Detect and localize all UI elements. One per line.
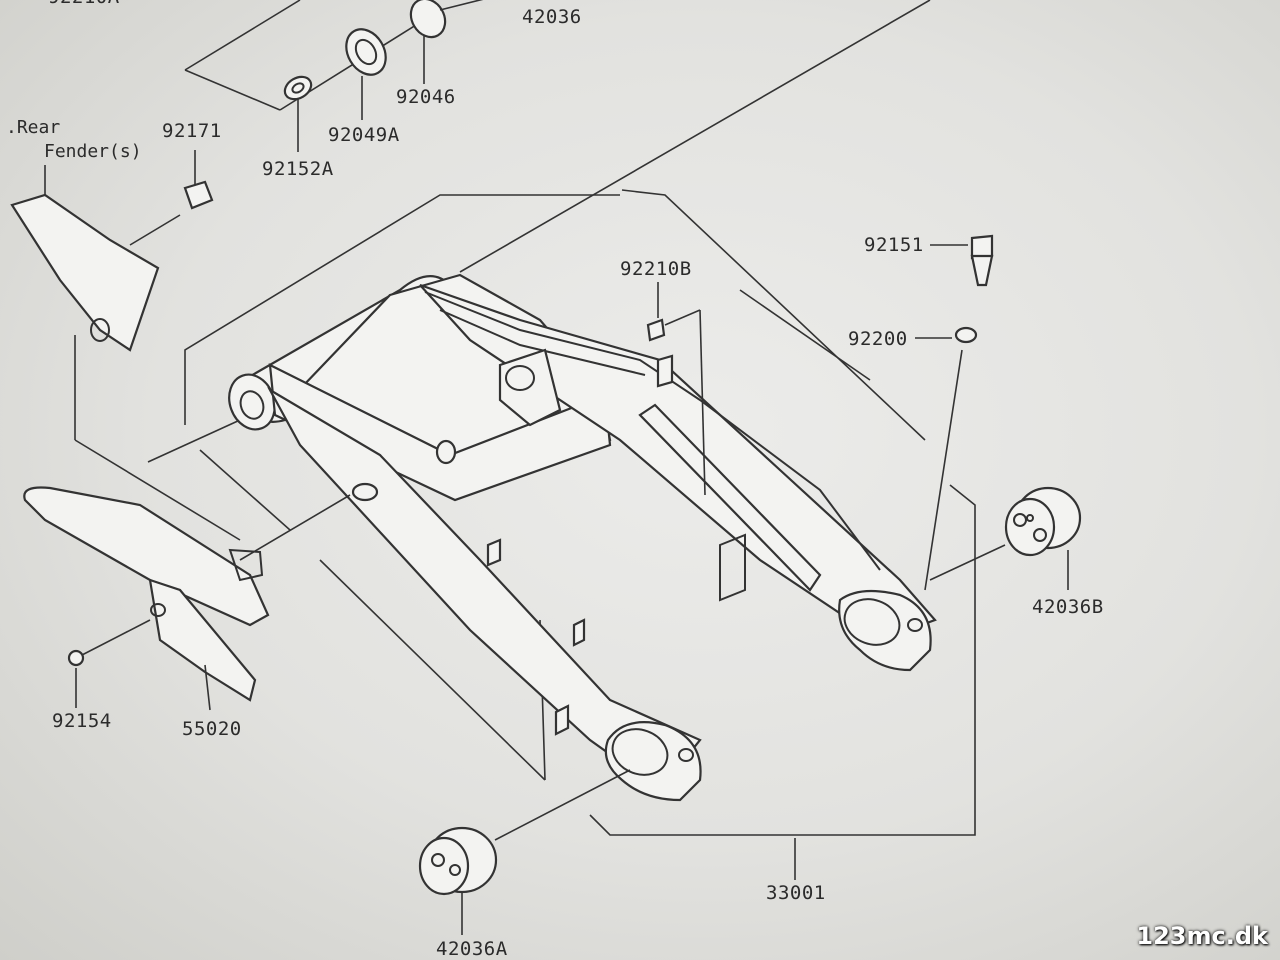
part-label-92152a: 92152A	[262, 158, 334, 180]
part-label-92210b: 92210B	[620, 258, 692, 280]
part-label-42036b: 42036B	[1032, 596, 1104, 618]
part-label-42036: 42036	[522, 6, 582, 28]
part-label-92154: 92154	[52, 710, 112, 732]
rear-fender-part	[10, 165, 241, 541]
part-label-55020: 55020	[182, 718, 242, 740]
watermark-logo: 123mc.dk	[1136, 922, 1268, 950]
guide-lines	[147, 0, 976, 880]
part-label-92046: 92046	[396, 86, 456, 108]
part-label-92171: 92171	[162, 120, 222, 142]
part-label-92200: 92200	[848, 328, 908, 350]
fasteners	[67, 150, 994, 711]
reference-note-line-2: Fender(s)	[44, 141, 142, 162]
swingarm	[228, 273, 937, 802]
chain-guard-part	[23, 486, 351, 702]
bushing-42036a	[418, 769, 631, 935]
reference-note-line-1: .Rear	[6, 117, 61, 138]
top-cut-label: 92210A	[48, 0, 120, 8]
part-label-92049a: 92049A	[328, 124, 400, 146]
top-bearing-group	[184, 0, 484, 152]
part-label-92151: 92151	[864, 234, 924, 256]
part-label-33001: 33001	[766, 882, 826, 904]
part-label-42036a: 42036A	[436, 938, 508, 960]
reference-note: .Rear Fender(s)	[6, 116, 142, 164]
bushing-42036b	[929, 486, 1082, 590]
